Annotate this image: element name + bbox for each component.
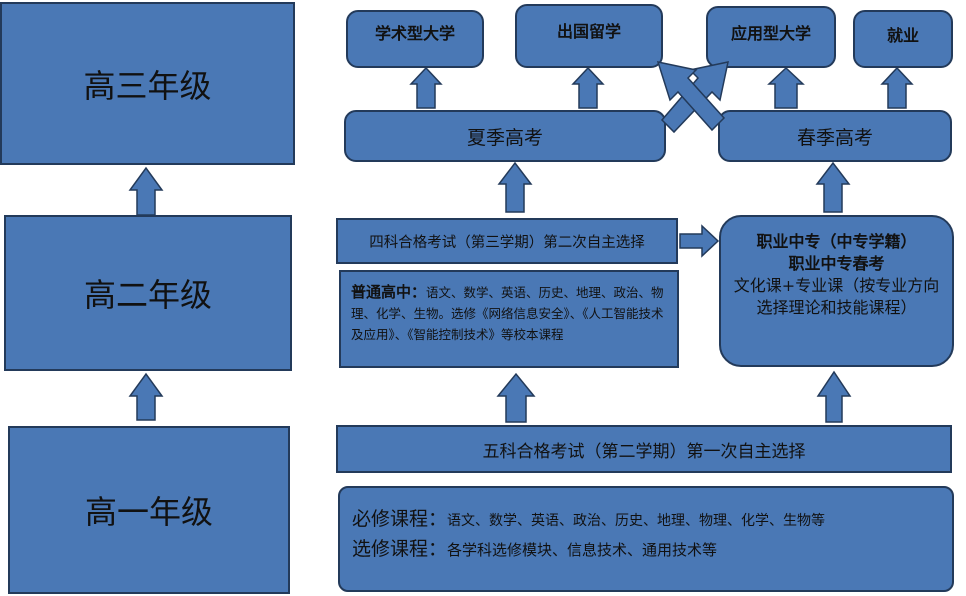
elective-courses-list: 各学科选修模块、信息技术、通用技术等 bbox=[447, 541, 718, 559]
first-choice-box: 五科合格考试（第二学期）第一次自主选择 bbox=[336, 425, 952, 473]
first-choice-label: 五科合格考试（第二学期）第一次自主选择 bbox=[482, 441, 806, 462]
arrow-grade2-to-grade3 bbox=[128, 166, 164, 216]
vocational-school-box: 职业中专（中专学籍） 职业中专春考 文化课+专业课（按专业方向选择理论和技能课程… bbox=[719, 215, 954, 367]
arrow-spring-to-employment bbox=[880, 66, 914, 109]
second-choice-box: 四科合格考试（第三学期）第二次自主选择 bbox=[336, 218, 678, 264]
vocational-courses-desc: 文化课+专业课（按专业方向选择理论和技能课程） bbox=[733, 276, 940, 317]
courses-box: 必修课程：语文、数学、英语、政治、历史、地理、物理、化学、生物等 选修课程：各学… bbox=[338, 486, 954, 592]
general-high-school-desc: 语文、数学、英语、历史、地理、政治、物理、化学、生物。选修《网络信息安全》、《人… bbox=[351, 285, 664, 342]
applied-university-box: 应用型大学 bbox=[706, 6, 836, 68]
employment-box: 就业 bbox=[853, 10, 953, 68]
arrow-summer-to-abroad bbox=[571, 66, 605, 109]
academic-university-box: 学术型大学 bbox=[346, 10, 484, 68]
arrow-vocational-to-spring bbox=[815, 161, 851, 213]
arrow-summer-to-academic bbox=[409, 66, 443, 109]
arrow-first-choice-to-vocational bbox=[816, 370, 852, 423]
study-abroad-box: 出国留学 bbox=[515, 4, 663, 68]
grade1-label: 高一年级 bbox=[84, 493, 213, 531]
summer-exam-box: 夏季高考 bbox=[344, 110, 666, 162]
vocational-spring-exam-title: 职业中专春考 bbox=[788, 254, 885, 273]
grade3-label: 高三年级 bbox=[83, 66, 212, 105]
employment-label: 就业 bbox=[886, 26, 919, 45]
arrow-second-choice-to-summer bbox=[497, 161, 533, 213]
spring-exam-label: 春季高考 bbox=[796, 126, 873, 149]
grade3-box: 高三年级 bbox=[0, 2, 295, 165]
arrow-grade1-to-grade2 bbox=[128, 372, 164, 421]
arrow-spring-to-abroad-diagonal bbox=[656, 61, 726, 132]
elective-courses-label: 选修课程： bbox=[352, 538, 448, 560]
required-courses-list: 语文、数学、英语、政治、历史、地理、物理、化学、生物等 bbox=[447, 513, 826, 529]
elective-courses-line: 选修课程：各学科选修模块、信息技术、通用技术等 bbox=[352, 536, 952, 563]
grade2-label: 高二年级 bbox=[83, 276, 212, 314]
general-high-school-title: 普通高中： bbox=[351, 283, 427, 301]
study-abroad-label: 出国留学 bbox=[556, 22, 621, 41]
required-courses-line: 必修课程：语文、数学、英语、政治、历史、地理、物理、化学、生物等 bbox=[352, 504, 952, 536]
arrow-spring-to-applied bbox=[767, 66, 805, 109]
academic-university-label: 学术型大学 bbox=[374, 24, 455, 43]
grade2-box: 高二年级 bbox=[4, 215, 292, 371]
second-choice-label: 四科合格考试（第三学期）第二次自主选择 bbox=[369, 234, 645, 251]
vocational-title: 职业中专（中专学籍） bbox=[756, 232, 917, 251]
grade1-box: 高一年级 bbox=[8, 426, 290, 594]
applied-university-label: 应用型大学 bbox=[730, 24, 811, 43]
arrow-second-choice-to-vocational bbox=[679, 224, 720, 258]
general-high-school-box: 普通高中：语文、数学、英语、历史、地理、政治、物理、化学、生物。选修《网络信息安… bbox=[339, 270, 679, 368]
summer-exam-label: 夏季高考 bbox=[466, 126, 543, 149]
arrow-first-choice-to-general bbox=[496, 372, 536, 423]
spring-exam-box: 春季高考 bbox=[718, 110, 952, 162]
required-courses-label: 必修课程： bbox=[352, 508, 448, 530]
